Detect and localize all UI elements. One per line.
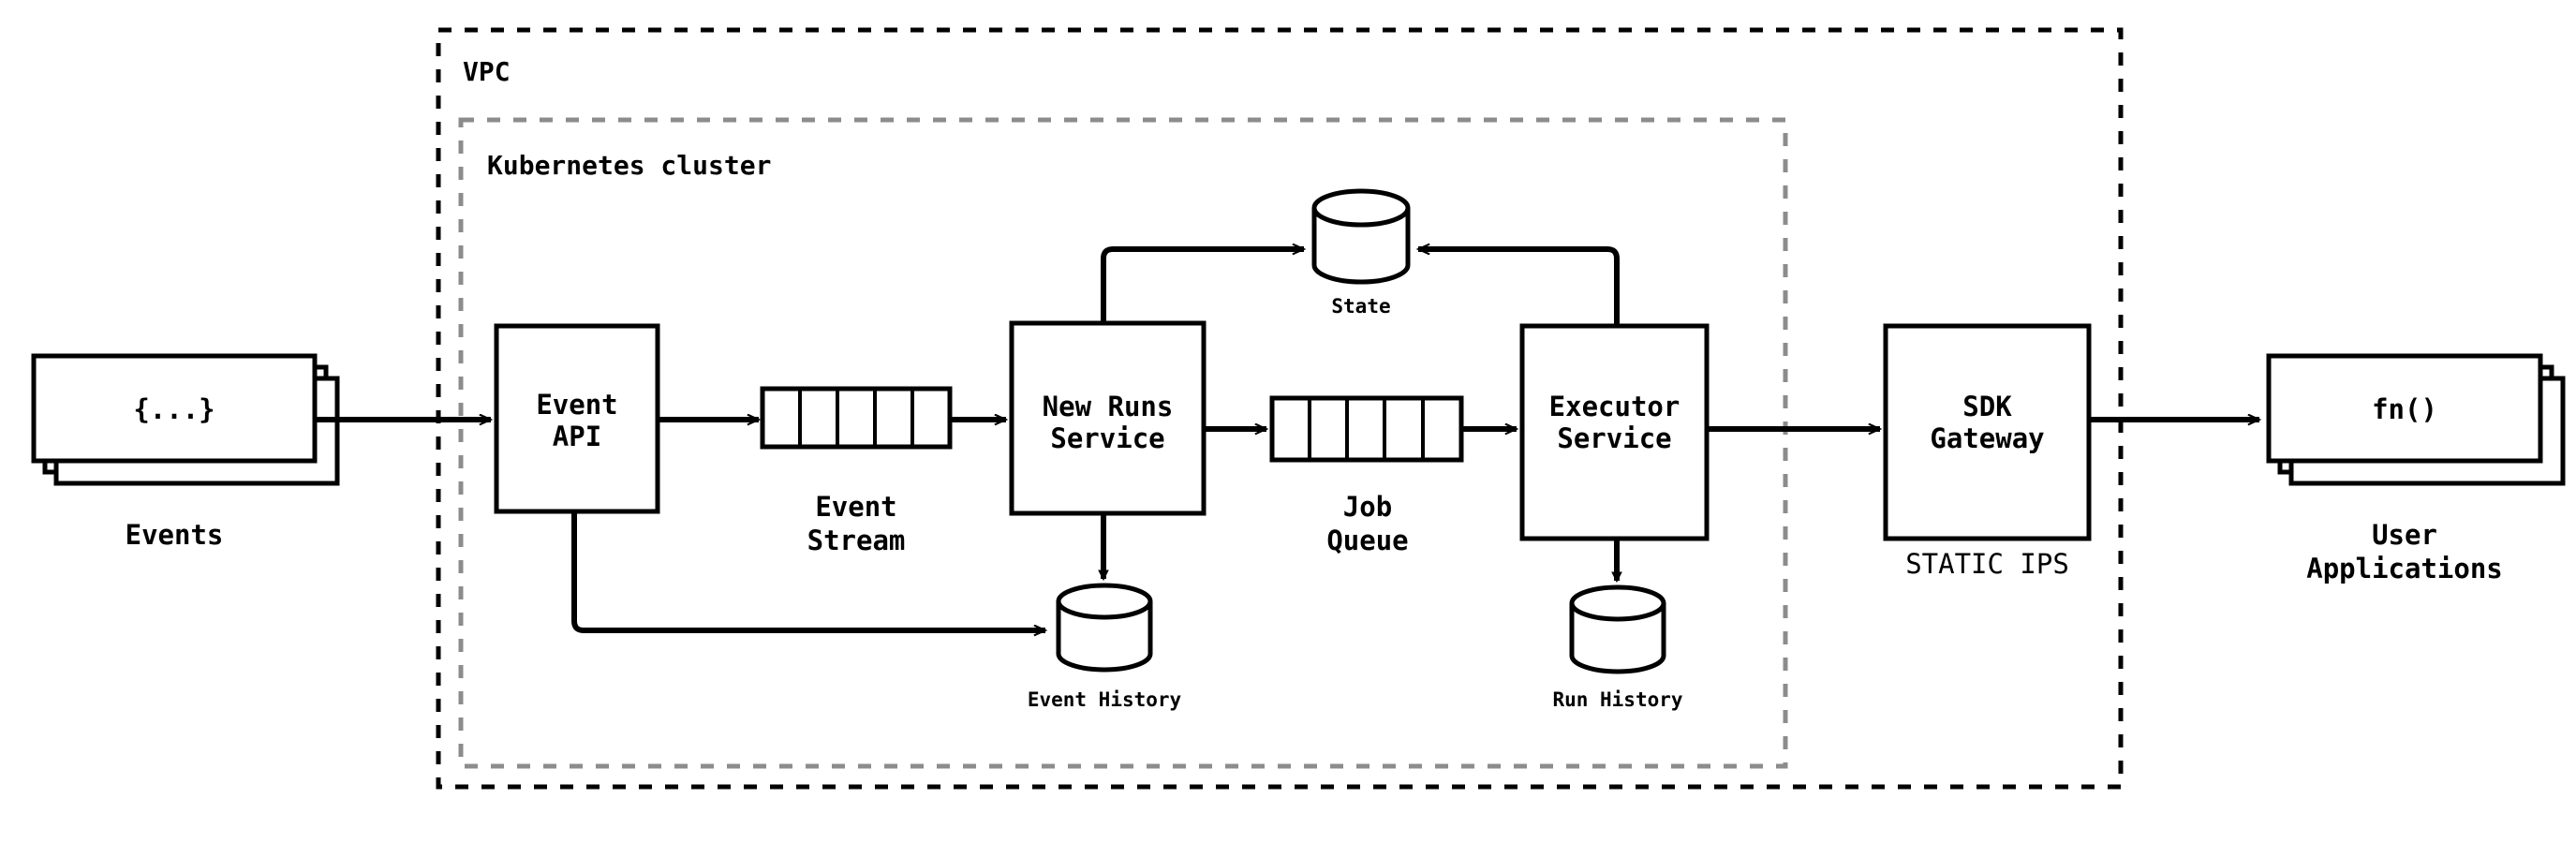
node-new-runs-service-label-line2: Service: [1050, 422, 1165, 454]
node-event-stream-shape[interactable]: [760, 386, 953, 450]
node-executor-service-label-line1: Executor: [1548, 391, 1680, 422]
node-state-shape[interactable]: [1311, 188, 1411, 285]
node-events-shape[interactable]: [31, 353, 340, 486]
node-run-history-caption: Run History: [1552, 688, 1683, 711]
zone-label-kubernetes-cluster: Kubernetes cluster: [487, 150, 772, 181]
node-executor-service-label-line2: Service: [1557, 422, 1672, 454]
node-user-applications-caption-line2: Applications: [2306, 553, 2503, 584]
node-run-history-shape[interactable]: [1569, 584, 1666, 674]
node-event-api-shape[interactable]: [494, 323, 660, 514]
edge-event-api-to-event-history: [571, 511, 1045, 630]
node-state-caption: State: [1331, 295, 1391, 318]
node-job-queue-shape[interactable]: [1269, 395, 1464, 463]
node-user-applications-caption-line1: User: [2372, 519, 2437, 551]
node-sdk-gateway-label-line1: SDK: [1962, 391, 2012, 422]
node-sdk-gateway-label-line2: Gateway: [1930, 422, 2045, 454]
node-job-queue-caption-line1: Job: [1342, 491, 1393, 523]
node-user-applications-label: fn(): [2372, 393, 2437, 425]
node-new-runs-service-label-line1: New Runs: [1042, 391, 1174, 422]
node-new-runs-service-shape[interactable]: [1009, 320, 1207, 516]
node-event-stream-caption-line1: Event: [815, 491, 897, 523]
node-executor-service-shape[interactable]: [1519, 323, 1710, 541]
node-events-label: {...}: [133, 393, 215, 425]
node-event-api-label-line1: Event: [536, 389, 618, 421]
edge-new-runs-to-state: [1101, 249, 1304, 323]
node-event-api-label-line2: API: [552, 421, 602, 452]
zone-vpc-border: [436, 27, 2124, 790]
node-user-applications-shape[interactable]: [2266, 353, 2566, 486]
zone-label-vpc: VPC: [463, 56, 511, 87]
zone-k8s-border: [458, 117, 1788, 769]
node-event-history-caption: Event History: [1027, 688, 1182, 711]
node-sdk-gateway-caption: STATIC IPS: [1905, 548, 2069, 580]
node-sdk-gateway-shape[interactable]: [1883, 323, 2092, 541]
node-event-history-shape[interactable]: [1056, 583, 1153, 673]
node-event-stream-caption-line2: Stream: [807, 525, 906, 556]
edge-executor-to-state: [1418, 249, 1620, 326]
node-job-queue-caption-line2: Queue: [1326, 525, 1409, 556]
node-events-caption: Events: [125, 519, 224, 551]
